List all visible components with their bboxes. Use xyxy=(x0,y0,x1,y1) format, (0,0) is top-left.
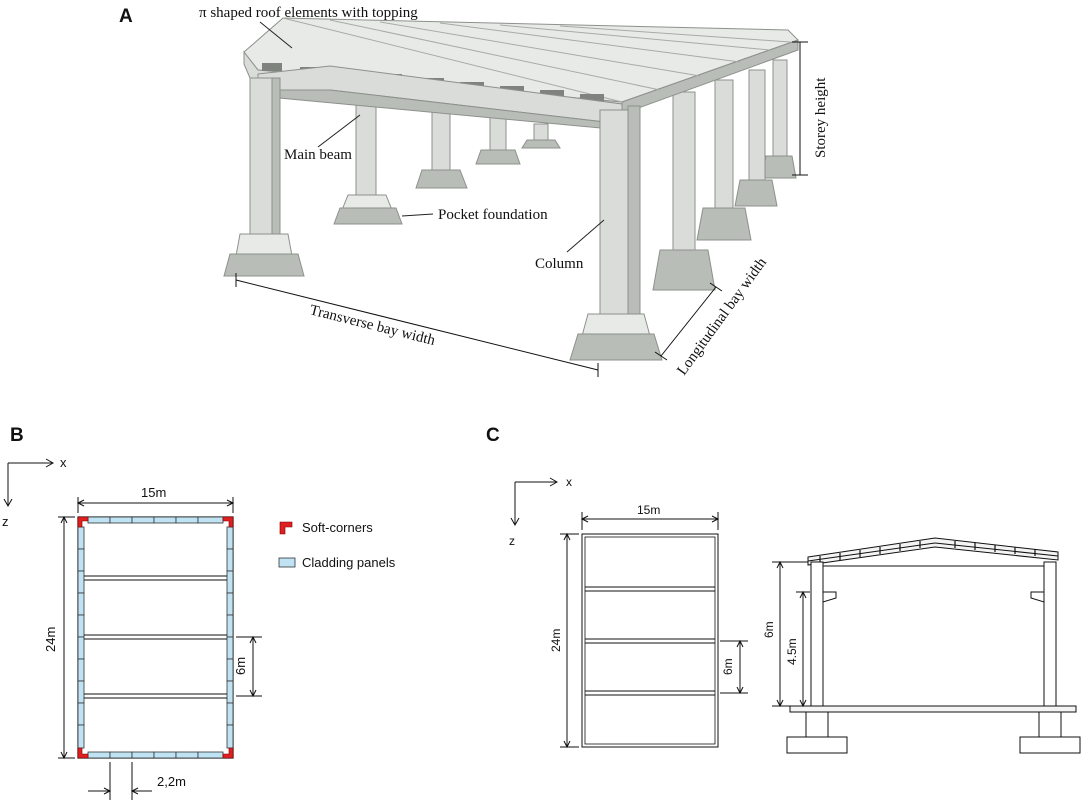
panel-b: B x z xyxy=(2,425,396,800)
legend-soft-corners-label: Soft-corners xyxy=(302,520,373,535)
panel-letter-b: B xyxy=(10,425,24,446)
cladding-panels-b xyxy=(77,516,234,759)
panel-c: C x z 15m xyxy=(486,425,1081,754)
dim-length-label-b: 24m xyxy=(43,627,58,652)
dim-bay-b: 6m xyxy=(233,635,262,698)
plan-outline-b xyxy=(77,516,234,759)
legend-cladding-swatch xyxy=(278,557,296,568)
dim-height-label-c: 6m xyxy=(762,621,776,638)
dim-bay-c: 6m xyxy=(720,639,748,695)
label-storey-height: Storey height xyxy=(813,77,829,158)
legend-cladding-label: Cladding panels xyxy=(302,555,396,570)
dim-width-label-c: 15m xyxy=(637,503,660,517)
dim-corbel-label-c: 4.5m xyxy=(785,638,799,665)
dim-transverse: Transverse bay width xyxy=(235,273,599,377)
axis-x-label-c: x xyxy=(566,475,572,489)
label-pocket-foundation: Pocket foundation xyxy=(438,207,548,223)
back-columns xyxy=(333,99,561,225)
label-column: Column xyxy=(535,256,584,272)
dim-bay-label-b: 6m xyxy=(233,657,248,675)
front-right-column xyxy=(569,105,663,361)
dim-panel-b: 2,2m xyxy=(88,762,186,800)
dim-length-b: 24m xyxy=(43,515,75,760)
dim-height-c: 6m xyxy=(762,560,808,708)
dim-width-label-b: 15m xyxy=(141,485,166,500)
dim-bay-label-c: 6m xyxy=(721,658,735,675)
dim-storey-height: Storey height xyxy=(792,41,829,176)
front-left-column xyxy=(223,77,305,277)
right-columns xyxy=(652,59,797,291)
axes-b: x z xyxy=(2,455,67,529)
axis-z-label-c: z xyxy=(509,534,515,548)
label-main-beam: Main beam xyxy=(284,147,352,163)
axis-x-label-b: x xyxy=(60,455,67,470)
panel-letter-c: C xyxy=(486,425,500,446)
panel-letter-a: A xyxy=(119,6,133,27)
axes-c: x z xyxy=(509,475,572,548)
axis-z-label-b: z xyxy=(2,514,9,529)
legend-soft-corner-swatch xyxy=(279,521,293,535)
soft-corners-b xyxy=(77,516,234,759)
elevation-c xyxy=(786,537,1081,754)
dim-length-label-c: 24m xyxy=(549,629,563,652)
dim-panel-label-b: 2,2m xyxy=(157,774,186,789)
beams-b xyxy=(84,575,227,699)
panel-a: A xyxy=(119,5,829,378)
label-transverse-bay: Transverse bay width xyxy=(308,302,437,349)
label-roof-elements: π shaped roof elements with topping xyxy=(199,5,418,21)
legend-b: Soft-corners Cladding panels xyxy=(278,520,396,570)
dim-corbel-c: 4.5m xyxy=(785,590,810,708)
dim-width-b: 15m xyxy=(76,485,235,513)
plan-c xyxy=(581,533,719,748)
dim-length-c: 24m xyxy=(549,532,579,749)
dim-width-c: 15m xyxy=(580,503,720,530)
